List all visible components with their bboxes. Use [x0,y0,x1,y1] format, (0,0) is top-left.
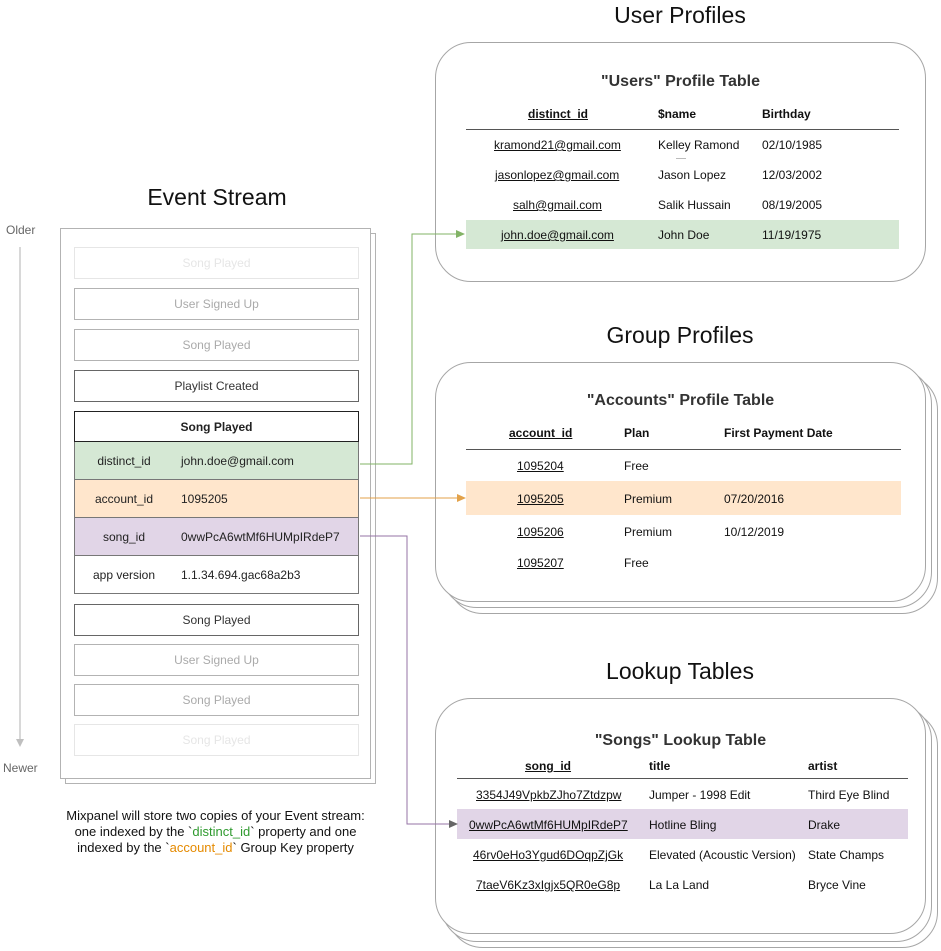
property-value: 1.1.34.694.gac68a2b3 [181,567,301,582]
account-id-arrowhead [457,494,466,502]
accounts-col-header: First Payment Date [724,426,833,440]
users-cell[interactable]: jasonlopez@gmail.com [495,168,620,182]
small-dash [676,158,686,159]
accounts-col-header: account_id [509,426,573,440]
accounts-cell[interactable]: 1095206 [517,525,564,539]
property-key: song_id [102,529,146,544]
accounts-cell: Free [624,459,649,473]
songs-cell[interactable]: 7taeV6Kz3xIgjx5QR0eG8p [476,878,621,892]
event-item[interactable]: Song Played [74,724,359,756]
users-cell: Salik Hussain [658,198,731,212]
event-item[interactable]: Song Played [74,684,359,716]
users-cell: 08/19/2005 [762,198,823,212]
song-id-connector [360,535,450,825]
note-line-1: Mixpanel will store two copies of your E… [66,808,365,823]
property-row-distinct-id: distinct_id john.doe@gmail.com [74,442,359,480]
older-label: Older [6,223,36,237]
users-cell[interactable]: salh@gmail.com [513,198,602,212]
songs-row-highlight [457,809,908,839]
property-value: 0wwPcA6wtMf6HUMpIRdeP7 [181,529,340,544]
account-id-keyword: account_id [169,840,233,855]
users-cell: John Doe [658,228,710,242]
songs-col-header: artist [808,759,838,773]
songs-cell: Third Eye Blind [808,788,890,802]
songs-cell[interactable]: 3354J49VpkbZJho7Ztdzpw [476,788,622,802]
accounts-table-title: "Accounts" Profile Table [586,392,775,409]
event-item[interactable]: User Signed Up [74,288,359,320]
users-cell: 11/19/1975 [762,228,822,242]
songs-table-title: "Songs" Lookup Table [594,732,767,749]
event-stream-title: Event Stream [147,184,287,210]
songs-col-header: song_id [525,759,572,773]
users-header-rule [466,129,899,130]
users-cell: Jason Lopez [658,168,727,182]
group-profiles-title: Group Profiles [606,322,754,348]
accounts-cell: 07/20/2016 [724,492,785,506]
event-item[interactable]: Song Played [74,329,359,361]
accounts-header-rule [466,449,901,450]
accounts-cell[interactable]: 1095207 [517,556,564,570]
lookup-tables-title: Lookup Tables [606,658,754,684]
users-col-header: distinct_id [528,107,589,121]
event-item[interactable]: Playlist Created [74,370,359,402]
accounts-cell: Free [624,556,649,570]
users-cell: 12/03/2002 [762,168,823,182]
songs-cell: La La Land [649,878,710,892]
users-cell[interactable]: kramond21@gmail.com [494,138,621,152]
songs-cell: Jumper - 1998 Edit [649,788,751,802]
property-value: john.doe@gmail.com [181,453,294,468]
songs-header-rule [457,778,908,779]
accounts-row-highlight [466,481,901,515]
property-value: 1095205 [181,491,228,506]
property-row-account-id: account_id 1095205 [74,480,359,518]
songs-cell: Elevated (Acoustic Version) [649,848,796,862]
note-line-3: indexed by the `account_id` Group Key pr… [77,840,354,855]
property-row-song-id: song_id 0wwPcA6wtMf6HUMpIRdeP7 [74,518,359,556]
property-row-app-version: app version 1.1.34.694.gac68a2b3 [74,556,359,594]
users-row-highlight [466,220,899,249]
distinct-id-arrowhead [456,230,465,238]
accounts-cell: Premium [624,492,673,506]
users-cell: Kelley Ramond [658,138,740,152]
songs-cell: Drake [808,818,841,832]
storage-note: Mixpanel will store two copies of your E… [38,808,393,856]
users-cell: 02/10/1985 [762,138,823,152]
property-key: distinct_id [97,453,151,468]
users-table-title: "Users" Profile Table [601,73,760,90]
songs-cell: Hotline Bling [649,818,717,832]
users-col-header: Birthday [762,107,811,121]
accounts-cell: 10/12/2019 [724,525,785,539]
note-line-2: one indexed by the `distinct_id` propert… [74,824,357,839]
songs-cell[interactable]: 46rv0eHo3Ygud6DOqpZjGk [473,848,624,862]
event-item[interactable]: User Signed Up [74,644,359,676]
property-key: account_id [94,491,154,506]
users-cell[interactable]: john.doe@gmail.com [501,228,614,242]
event-item[interactable]: Song Played [74,604,359,636]
songs-cell[interactable]: 0wwPcA6wtMf6HUMpIRdeP7 [469,818,628,832]
songs-cell: Bryce Vine [808,878,866,892]
song-id-arrowhead [449,820,458,828]
user-profiles-title: User Profiles [614,2,746,28]
songs-col-header: title [649,759,671,773]
selected-event-header[interactable]: Song Played [74,411,359,442]
accounts-cell[interactable]: 1095204 [517,459,564,473]
accounts-col-header: Plan [624,426,650,440]
users-col-header: $name [658,107,697,121]
event-item[interactable]: Song Played [74,247,359,279]
accounts-cell[interactable]: 1095205 [517,492,564,506]
distinct-id-keyword: distinct_id [192,824,251,839]
accounts-cell: Premium [624,525,673,539]
songs-cell: State Champs [808,848,885,862]
time-arrow [16,247,24,747]
newer-label: Newer [3,761,38,775]
property-key: app version [92,567,156,582]
distinct-id-connector [360,233,458,465]
